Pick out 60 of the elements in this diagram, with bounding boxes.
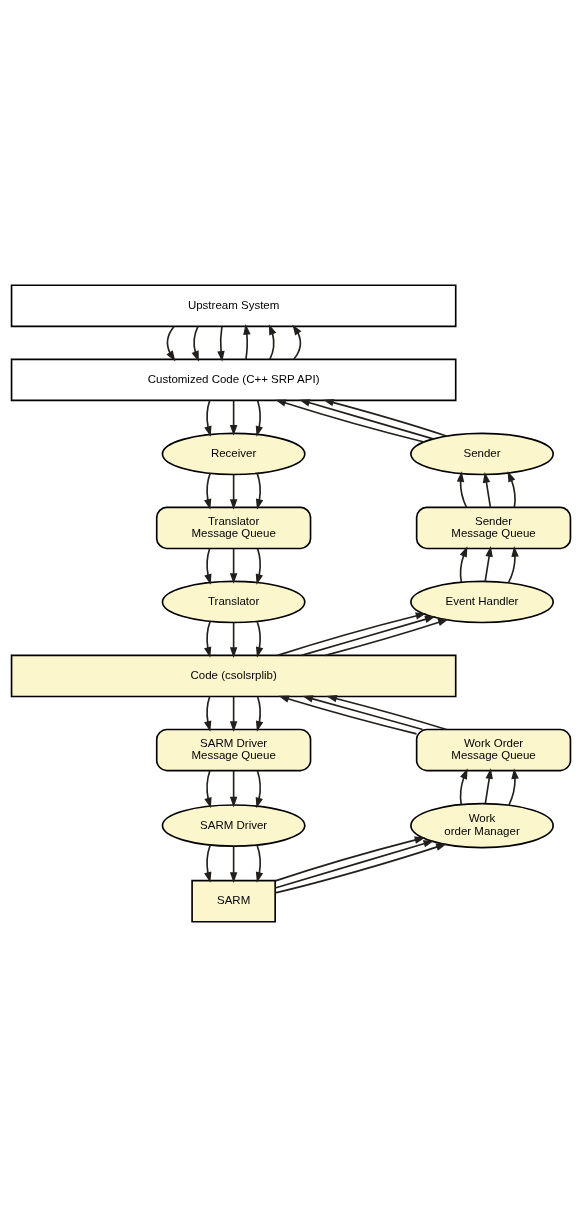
node-box: SARM Driver Message Queue [155, 728, 312, 772]
arrow [302, 695, 424, 731]
arrow [459, 768, 468, 806]
node-box: Sender Message Queue [415, 506, 572, 550]
arrow [484, 768, 493, 805]
arrow [204, 844, 212, 883]
arrow [204, 472, 212, 510]
arrow [274, 843, 447, 894]
arrow [324, 618, 449, 657]
arrow [229, 547, 238, 584]
arrow [166, 325, 176, 362]
node-box: Work Order Message Queue [415, 728, 572, 772]
node-ellipse: Translator [161, 580, 306, 624]
arrow [204, 620, 212, 658]
arrow [482, 472, 492, 509]
arrow [255, 547, 263, 585]
arrow [229, 845, 238, 883]
arrow [229, 473, 238, 510]
arrow [204, 769, 212, 809]
arrow [204, 695, 212, 732]
arrow [459, 546, 468, 583]
arrow [243, 324, 251, 361]
arrow [507, 546, 519, 584]
arrow [274, 836, 426, 882]
arrow [299, 399, 434, 440]
arrow [204, 399, 212, 437]
arrow [484, 546, 493, 583]
arrow [508, 768, 519, 806]
arrow [255, 472, 264, 510]
arrow [255, 399, 263, 437]
arrow [326, 695, 448, 731]
arrow [323, 398, 448, 437]
arrow [229, 399, 238, 436]
arrow [507, 471, 516, 509]
arrow [255, 844, 264, 883]
arrow [191, 325, 199, 362]
arrow [255, 769, 263, 809]
arrow [275, 399, 425, 443]
node-ellipse: Sender [410, 432, 554, 476]
arrow [229, 695, 238, 732]
arrow [274, 840, 435, 889]
node-box: SARM [191, 879, 276, 923]
node-box: Code (csolsrplib) [10, 654, 457, 698]
arrow [255, 695, 264, 732]
arrow [268, 324, 277, 361]
node-box: Translator Message Queue [155, 506, 312, 550]
node-box: Upstream System [10, 284, 457, 328]
arrow [229, 769, 238, 808]
arrow [217, 325, 225, 362]
node-box: Customized Code (C++ SRP API) [10, 358, 457, 402]
node-ellipse: SARM Driver [161, 804, 306, 847]
arrow [300, 615, 436, 657]
node-ellipse: Receiver [161, 432, 306, 476]
arrow [255, 620, 264, 658]
arrow [456, 471, 468, 509]
arrow [276, 612, 427, 657]
arrow [278, 695, 418, 735]
arrow [292, 324, 302, 361]
arrow [204, 547, 212, 585]
arrow [229, 621, 238, 658]
